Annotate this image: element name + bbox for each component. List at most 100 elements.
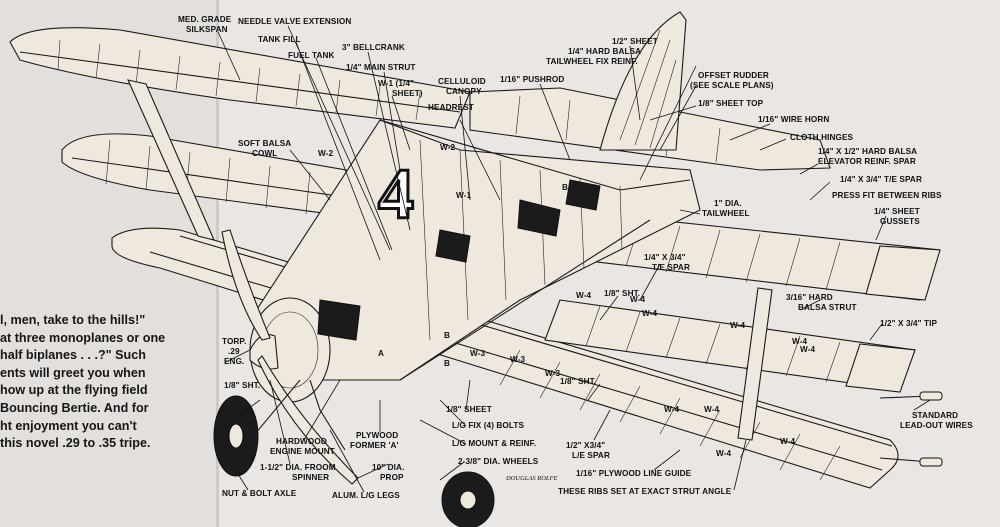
callout-labels: MED. GRADE SILKSPAN NEEDLE VALVE EXTENSI… (178, 15, 973, 500)
rib-tag: W-4 (642, 309, 657, 318)
label-lg-mount: L/G MOUNT & REINF. (452, 439, 536, 448)
label-wheels: 2-3/8" DIA. WHEELS (458, 457, 539, 466)
label-hard-strut: 3/16" HARD (786, 293, 833, 302)
caption-line: ents will greet you when (0, 365, 146, 380)
label-tailwheel: 1" DIA. (714, 199, 742, 208)
label-torp-2: .29 (228, 347, 240, 356)
label-line-guide: 1/16" PLYWOOD LINE GUIDE (576, 469, 692, 478)
label-hardwood-mount: HARDWOOD (276, 437, 327, 446)
label-celluloid: CELLULOID (438, 77, 486, 86)
label-sht-left: 1/8" SHT. (224, 381, 260, 390)
label-standard-wires-2: LEAD-OUT WIRES (900, 421, 973, 430)
rib-tag: W-3 (470, 349, 485, 358)
label-silkspan: MED. GRADE (178, 15, 232, 24)
article-text-fragment: l, men, take to the hills!" at three mon… (0, 312, 212, 453)
rib-tag: W-4 (576, 291, 591, 300)
label-half-sheet: 1/2" SHEET (612, 37, 658, 46)
rib-tag: W-3 (510, 355, 525, 364)
label-pushrod: 1/16" PUSHROD (500, 75, 564, 84)
label-sheet-top: 1/8" SHEET TOP (698, 99, 764, 108)
label-tailwheel-reinf: 1/4" HARD BALSA (568, 47, 641, 56)
label-sht-2: 1/8" SHT. (560, 377, 596, 386)
label-elevator-spar: 1/4" X 1/2" HARD BALSA (818, 147, 917, 156)
label-tailwheel-reinf-2: TAILWHEEL FIX REINF. (546, 57, 638, 66)
label-silkspan-2: SILKSPAN (186, 25, 228, 34)
caption-line: at three monoplanes or one (0, 330, 166, 345)
rib-tag: B (444, 331, 450, 340)
label-sht-1: 1/8" SHT. (604, 289, 640, 298)
lead-out-wires (879, 391, 943, 467)
label-torp-3: ENG. (224, 357, 244, 366)
interplane-struts (127, 79, 773, 441)
label-hard-strut-2: BALSA STRUT (798, 303, 857, 312)
label-gussets-2: GUSSETS (880, 217, 920, 226)
label-tailwheel-2: TAILWHEEL (702, 209, 750, 218)
label-needle-valve: NEEDLE VALVE EXTENSION (238, 17, 351, 26)
label-strut-angle: THESE RIBS SET AT EXACT STRUT ANGLE (558, 487, 732, 496)
label-eighth-sheet: 1/8" SHEET (446, 405, 492, 414)
rib-tag: B (444, 359, 450, 368)
fuselage (249, 119, 701, 381)
label-offset-rudder-2: (SEE SCALE PLANS) (690, 81, 774, 90)
label-w1-sheet: W-1 (1/4" (378, 79, 414, 88)
caption-line: how up at the flying field (0, 383, 148, 398)
label-bellcrank: 3" BELLCRANK (342, 43, 405, 52)
caption-line: this novel .29 to .35 tripe. (0, 436, 151, 451)
rib-tag: W-4 (800, 345, 815, 354)
label-press-fit: PRESS FIT BETWEEN RIBS (832, 191, 942, 200)
caption-line: ht enjoyment you can't (0, 418, 137, 433)
label-offset-rudder: OFFSET RUDDER (698, 71, 769, 80)
label-celluloid-2: CANOPY (446, 87, 482, 96)
caption-line: l, men, take to the hills!" (0, 313, 146, 327)
label-headrest: HEADREST (428, 103, 474, 112)
label-prop: 10" DIA. (372, 463, 404, 472)
label-le-spar-2: L/E SPAR (572, 451, 610, 460)
rib-tag: W-4 (664, 405, 679, 414)
label-tank-fill: TANK FILL (258, 35, 301, 44)
rib-tag: B (562, 183, 568, 192)
label-cloth-hinges: CLOTH HINGES (790, 133, 854, 142)
label-fuel-tank: FUEL TANK (288, 51, 335, 60)
label-prop-2: PROP (380, 473, 404, 482)
leader-lines (217, 25, 931, 493)
caption-line: Bouncing Bertie. And for (0, 400, 149, 415)
right-middle-panel (544, 299, 916, 393)
rib-tag: W-4 (780, 437, 795, 446)
label-standard-wires: STANDARD (912, 411, 958, 420)
rib-tag: A (378, 349, 384, 358)
label-tip: 1/2" X 3/4" TIP (880, 319, 937, 328)
rib-tag: W-4 (792, 337, 807, 346)
label-main-strut: 1/4" MAIN STRUT (346, 63, 416, 72)
label-lg-bolts: L/G FIX (4) BOLTS (452, 421, 524, 430)
label-nut-bolt: NUT & BOLT AXLE (222, 489, 297, 498)
landing-gear (213, 379, 495, 527)
label-froom-spinner-2: SPINNER (292, 473, 329, 482)
label-gussets: 1/4" SHEET (874, 207, 920, 216)
label-le-spar: 1/2" X3/4" (566, 441, 605, 450)
rib-tag: W-3 (545, 369, 560, 378)
rib-tag: W-4 (630, 295, 645, 304)
label-elevator-spar-2: ELEVATOR REINF. SPAR (818, 157, 916, 166)
label-froom-spinner: 1-1/2" DIA. FROOM (260, 463, 336, 472)
label-plywood-former-2: FORMER 'A' (350, 441, 399, 450)
rib-tag: W-2 (318, 149, 333, 158)
race-number: 4 (378, 154, 414, 234)
rib-tag: W-4 (716, 449, 731, 458)
rudder-fin (599, 11, 687, 151)
rib-tags: W-2 W-1 W-2 W-4 W-4 W-4 W-4 W-4 W-3 W-3 … (318, 143, 815, 458)
top-wing (9, 27, 471, 129)
rib-tag: W-1 (456, 191, 471, 200)
caption-line: half biplanes . . .?" Such (0, 348, 146, 363)
label-plywood-former: PLYWOOD (356, 431, 398, 440)
label-te-spar-right: 1/4" X 3/4" T/E SPAR (840, 175, 922, 184)
label-soft-balsa-2: COWL (252, 149, 277, 158)
rib-tag: W-4 (704, 405, 719, 414)
rib-tag: W-4 (730, 321, 745, 330)
propeller (221, 229, 359, 485)
label-te-spar-mid: 1/4" X 3/4" (644, 253, 686, 262)
rib-tag: W-2 (440, 143, 455, 152)
label-torp: TORP. (222, 337, 246, 346)
label-hardwood-mount-2: ENGINE MOUNT (270, 447, 335, 456)
